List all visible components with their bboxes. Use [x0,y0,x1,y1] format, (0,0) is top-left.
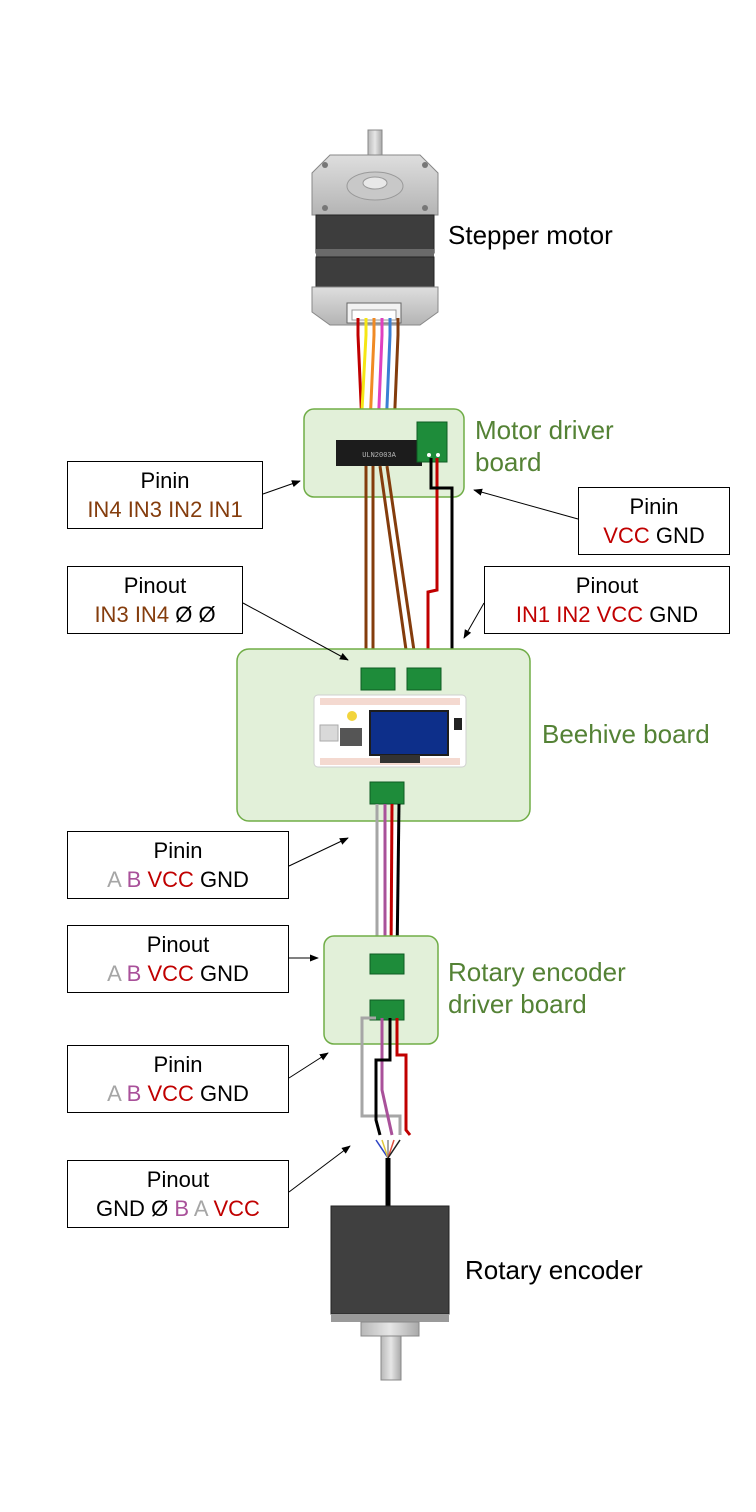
pin-label: B [126,961,142,986]
motor-driver-board-label-line1: Motor driver [475,415,614,445]
pin-label: GND [655,523,705,548]
beehive-connectors [360,667,442,805]
encoder-driver-to-encoder-wires [360,1016,412,1136]
pin-label: A [193,1196,208,1221]
callout-encoder-driver-pinin: Pinin A B VCC GND [67,831,289,899]
encoder-driver-connector-bottom [369,999,405,1021]
callout-encoder-pinin: Pinin A B VCC GND [67,1045,289,1113]
heltec-module [313,694,467,768]
pin-label: VCC [603,523,650,548]
pin-label: A [107,1081,121,1106]
callout-title: Pinin [140,468,190,493]
callout-pins: IN3 IN4 Ø Ø [68,600,242,629]
pin-label: IN1 [208,497,243,522]
pin-label: VCC [147,1081,194,1106]
callout-beehive-pinout-right: Pinout IN1 IN2 VCC GND [484,566,730,634]
uln2003a-chip: ULN2003A [336,440,422,466]
rotary-encoder-label: Rotary encoder [465,1255,643,1285]
beehive-connector-right [406,667,442,691]
motor-driver-power-header [416,421,448,463]
pin-label: GND [649,602,699,627]
pin-label: VCC [213,1196,260,1221]
beehive-to-encoder-driver-wires [375,803,401,959]
pin-label: IN3 [127,497,162,522]
pin-label: A [107,961,121,986]
callout-title: Pinout [575,573,639,598]
encoder-wire-fan [375,1139,401,1206]
pin-label: IN2 [556,602,591,627]
callout-title: Pinin [153,1052,203,1077]
pin-label: Ø [175,602,193,627]
pin-label: B [126,1081,142,1106]
callout-title: Pinout [146,932,210,957]
pin-label: GND [200,867,249,892]
callout-pins: GND Ø B A VCC [68,1194,288,1223]
pin-label: IN1 [515,602,551,627]
callout-title: Pinin [629,494,679,519]
callout-encoder-driver-pinout: Pinout A B VCC GND [67,925,289,993]
stepper-motor [311,129,439,326]
pin-label: VCC [596,602,644,627]
encoder-driver-board-label-line1: Rotary encoder [448,957,626,987]
callout-beehive-pinout-left: Pinout IN3 IN4 Ø Ø [67,566,243,634]
stepper-motor-wires [356,318,400,431]
callout-motor-driver-pinin: Pinin IN4 IN3 IN2 IN1 [67,461,263,529]
callout-pins: IN1 IN2 VCC GND [485,600,729,629]
beehive-connector-left [360,667,396,691]
beehive-connector-bottom [369,781,405,805]
motor-driver-board-label: Motor driver board [475,414,614,478]
pin-label: GND [200,961,249,986]
pin-label: Ø [151,1196,169,1221]
chip-marking: ULN2003A [362,452,396,460]
pin-label: B [126,867,142,892]
pin-label: IN3 [94,602,129,627]
pin-label: IN4 [134,602,170,627]
callout-title: Pinout [146,1167,210,1192]
pin-label: B [174,1196,189,1221]
callout-title: Pinin [153,838,203,863]
pin-label: IN4 [87,497,122,522]
pin-label: GND [96,1196,145,1221]
callout-arrows [242,480,579,1193]
beehive-board-label: Beehive board [542,719,710,749]
encoder-driver-board-label: Rotary encoder driver board [448,956,626,1020]
stepper-motor-label: Stepper motor [448,220,613,250]
pin-label: A [107,867,121,892]
callout-motor-driver-power-pinin: Pinin VCC GND [578,487,730,555]
pin-label: IN2 [168,497,203,522]
callout-title: Pinout [123,573,187,598]
encoder-driver-board-label-line2: driver board [448,989,587,1019]
pin-label: VCC [147,867,194,892]
encoder-driver-connector-top [369,953,405,975]
rotary-encoder [330,1205,450,1381]
callout-pins: VCC GND [579,521,729,550]
callout-pins: A B VCC GND [68,865,288,894]
pin-label: VCC [147,961,194,986]
callout-pins: A B VCC GND [68,1079,288,1108]
callout-encoder-pinout: Pinout GND Ø B A VCC [67,1160,289,1228]
pin-label: Ø [198,602,216,627]
pin-label: GND [200,1081,249,1106]
motor-driver-board-label-line2: board [475,447,542,477]
callout-pins: A B VCC GND [68,959,288,988]
callout-pins: IN4 IN3 IN2 IN1 [68,495,262,524]
